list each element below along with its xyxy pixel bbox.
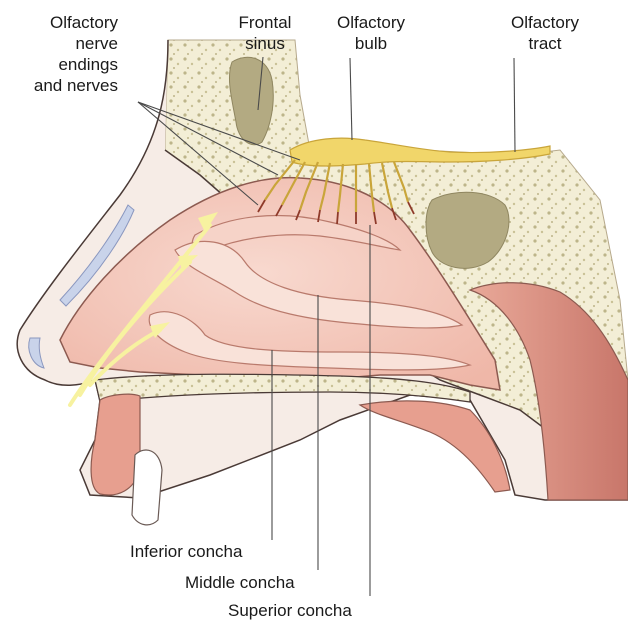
label-line: Olfactory bbox=[497, 12, 593, 33]
label-line: Olfactory bbox=[8, 12, 118, 33]
label-superior-concha: Superior concha bbox=[228, 600, 352, 621]
label-line: tract bbox=[497, 33, 593, 54]
label-olfactory-nerve-endings: Olfactory nerve endings and nerves bbox=[8, 12, 118, 96]
label-line: and nerves bbox=[8, 75, 118, 96]
label-line: nerve bbox=[8, 33, 118, 54]
label-frontal-sinus: Frontal sinus bbox=[225, 12, 305, 54]
label-line: Frontal bbox=[225, 12, 305, 33]
label-olfactory-bulb: Olfactory bulb bbox=[323, 12, 419, 54]
label-line: bulb bbox=[323, 33, 419, 54]
tooth bbox=[132, 450, 162, 525]
label-line: Olfactory bbox=[323, 12, 419, 33]
label-line: endings bbox=[8, 54, 118, 75]
label-middle-concha: Middle concha bbox=[185, 572, 295, 593]
label-line: sinus bbox=[225, 33, 305, 54]
upper-lip bbox=[91, 394, 140, 495]
label-olfactory-tract: Olfactory tract bbox=[497, 12, 593, 54]
label-inferior-concha: Inferior concha bbox=[130, 541, 242, 562]
